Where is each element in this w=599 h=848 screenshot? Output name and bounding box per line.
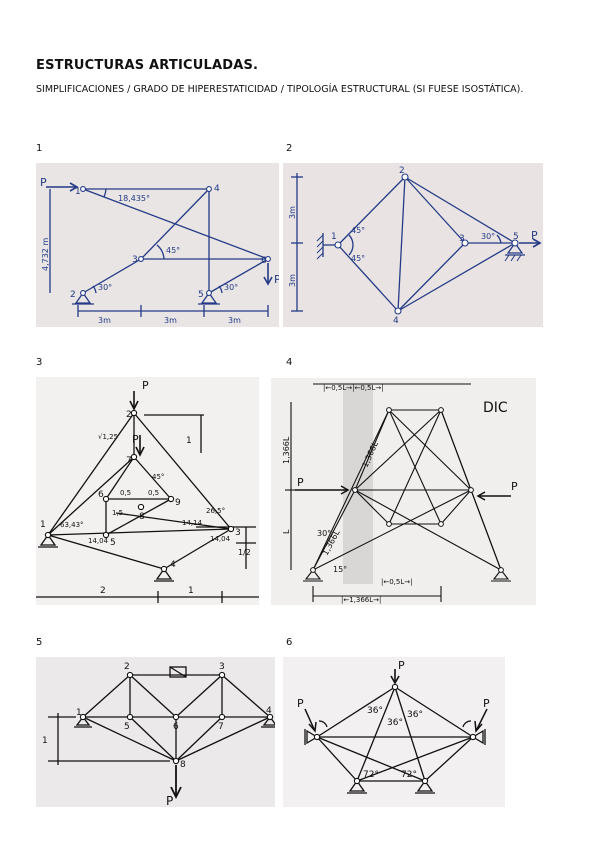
load-label: P	[297, 697, 304, 710]
angle-label: 18,435°	[118, 194, 150, 203]
dimension-label: 1	[188, 586, 194, 596]
document-subtitle: SIMPLIFICACIONES / GRADO DE HIPERESTATIC…	[36, 84, 524, 95]
angle-label: 26,5°	[206, 507, 225, 515]
dimension-label: 1,366L	[282, 436, 291, 464]
dimension-label: 1	[42, 736, 48, 746]
node-label: 2	[70, 290, 76, 300]
angle-label: 30°	[317, 529, 331, 538]
angle-label: 45°	[351, 254, 365, 263]
value-label: 1,5	[112, 509, 123, 517]
dimension-label: |←0,5L→|←0,5L→|	[323, 384, 384, 392]
node-label: 5	[198, 290, 204, 300]
node-label: 4	[393, 316, 399, 326]
node-label: 1	[76, 708, 82, 718]
load-label: P	[166, 794, 173, 807]
node-label: 5	[513, 232, 519, 242]
node-label: 3	[219, 662, 225, 672]
node-label: 7	[218, 722, 224, 732]
figure-3-truss-diagram: P P 1 2 3 4 5 6 7 8 9 1 1/2 2 1 0,5 0,5 …	[36, 377, 259, 605]
angle-label: 15°	[333, 565, 347, 574]
load-label: P	[483, 697, 490, 710]
dimension-label: |←1,366L→|	[341, 596, 381, 604]
load-label: P	[132, 433, 139, 446]
load-label: P	[531, 229, 538, 242]
angle-label: 14,04	[210, 535, 231, 543]
angle-label: 36°	[407, 710, 423, 720]
figure-number-1: 1	[36, 143, 43, 154]
dimension-label: 3m	[288, 206, 297, 219]
node-label: 1	[75, 187, 81, 197]
dimension-label: 2	[100, 586, 106, 596]
angle-label: 30°	[98, 283, 112, 292]
dimension-label: L	[282, 529, 291, 534]
figure-number-3: 3	[36, 357, 43, 368]
dimension-label: 1	[186, 436, 192, 446]
figure-number-6: 6	[286, 637, 293, 648]
slope-label: √1,25	[98, 433, 118, 441]
node-label: 2	[399, 166, 405, 176]
figure-4-truss-diagram: P P |←0,5L→|←0,5L→| DIC 1,366L L 1,366L …	[271, 378, 536, 605]
figure-number-4: 4	[286, 357, 293, 368]
value-label: 0,5	[120, 489, 131, 497]
node-label: 5	[124, 722, 130, 732]
dimension-label: 3m	[288, 274, 297, 287]
load-label: P	[297, 476, 304, 489]
angle-label: 45°	[351, 226, 365, 235]
figure-1-truss-diagram: P P 1 2 3 4 5 6 18,435° 45° 30° 30° 3m 3…	[36, 163, 279, 327]
load-label: P	[142, 379, 149, 392]
node-label: 2	[124, 662, 130, 672]
node-label: 4	[170, 560, 176, 570]
angle-label: 45°	[152, 473, 164, 481]
figure-2-truss-diagram: P 1 2 3 4 5 45° 45° 30° 3m 3m	[283, 163, 543, 327]
load-label: P	[274, 273, 279, 286]
node-label: 5	[110, 538, 116, 548]
figure-number-5: 5	[36, 637, 43, 648]
value-label: 14,14	[182, 519, 203, 527]
load-label: P	[40, 176, 47, 189]
angle-label: 30°	[481, 232, 495, 241]
note-label: DIC	[483, 400, 508, 416]
angle-label: 45°	[166, 246, 180, 255]
dimension-label: 3m	[228, 316, 241, 325]
node-label: 1	[331, 232, 337, 242]
node-label: 2	[126, 410, 132, 420]
node-label: 3	[459, 234, 465, 244]
value-label: 0,5	[148, 489, 159, 497]
node-label: 3	[132, 255, 138, 265]
node-label: 6	[261, 256, 267, 266]
dimension-label: 4,732 m	[41, 238, 50, 271]
load-label: P	[398, 659, 405, 672]
node-label: 1	[40, 520, 46, 530]
angle-label: 72°	[363, 770, 379, 780]
document-title: ESTRUCTURAS ARTICULADAS.	[36, 58, 259, 73]
node-label: 9	[175, 498, 181, 508]
node-label: 7	[126, 456, 132, 466]
node-label: 6	[98, 490, 104, 500]
dimension-label: 1/2	[238, 548, 251, 557]
dimension-label: 3m	[164, 316, 177, 325]
angle-label: 63,43°	[60, 521, 84, 529]
dimension-label: 3m	[98, 316, 111, 325]
value-label: 14,04	[88, 537, 109, 545]
angle-label: 36°	[387, 718, 403, 728]
node-label: 8	[139, 512, 145, 522]
node-label: 3	[235, 528, 241, 538]
figure-number-2: 2	[286, 143, 293, 154]
node-label: 4	[266, 706, 272, 716]
angle-label: 72°	[401, 770, 417, 780]
angle-label: 30°	[224, 283, 238, 292]
node-label: 6	[173, 722, 179, 732]
node-label: 4	[214, 184, 220, 194]
figure-5-truss-diagram: P 1 2 3 4 5 6 7 8 1	[36, 657, 275, 807]
node-label: 8	[180, 760, 186, 770]
figure-6-truss-diagram: P P P 36° 36° 36° 72° 72°	[283, 657, 505, 807]
dimension-label: |←0,5L→|	[381, 578, 412, 586]
angle-label: 36°	[367, 706, 383, 716]
load-label: P	[511, 480, 518, 493]
